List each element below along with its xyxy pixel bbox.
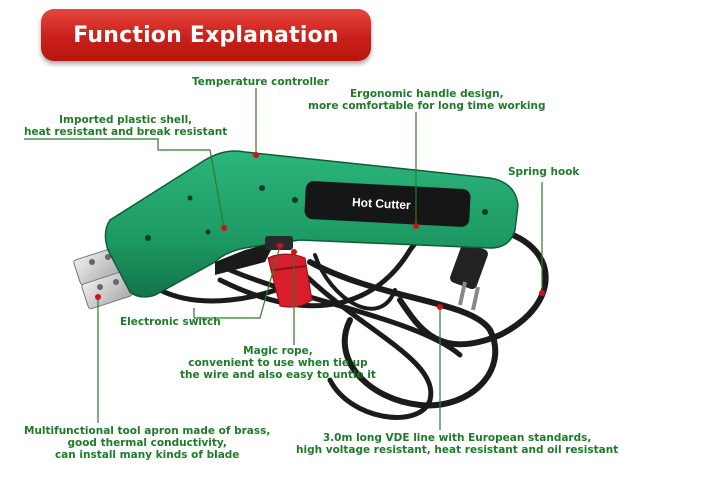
callout-tool-apron: Multifunctional tool apron made of brass…: [24, 425, 271, 461]
plug: [450, 242, 488, 311]
callout-temperature-controller: Temperature controller: [192, 76, 330, 88]
leader-lines: [24, 88, 543, 430]
title-banner: Function Explanation: [41, 9, 371, 61]
callout-vde-cable: 3.0m long VDE line with European standar…: [296, 432, 619, 456]
magic-rope-strap: [267, 253, 313, 308]
callout-ergonomic-handle: Ergonomic handle design, more comfortabl…: [308, 88, 546, 112]
switch-trigger: [265, 236, 293, 250]
callout-magic-rope: Magic rope, convenient to use when tie u…: [180, 345, 376, 381]
callout-plastic-shell: Imported plastic shell, heat resistant a…: [24, 114, 228, 138]
callout-spring-hook: Spring hook: [508, 166, 580, 178]
callout-markers: [95, 152, 545, 310]
product-label: Hot Cutter: [352, 195, 412, 212]
title-text: Function Explanation: [73, 22, 339, 48]
callout-electronic-switch: Electronic switch: [120, 316, 221, 328]
tool-body: Hot Cutter: [104, 150, 519, 298]
